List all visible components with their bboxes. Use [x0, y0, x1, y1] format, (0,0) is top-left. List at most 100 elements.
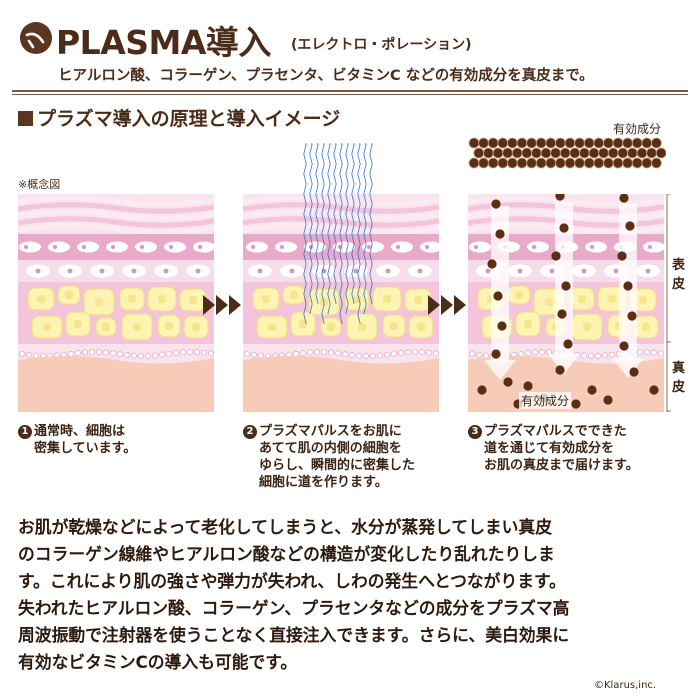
plasma-pulse-line [333, 143, 337, 305]
ingredient-capsule [655, 147, 666, 159]
cell-nucleus [396, 245, 400, 249]
ingredient-capsule [564, 137, 576, 149]
ingredient-capsule [526, 157, 537, 169]
channel-arrow [491, 206, 509, 362]
ingredient-capsule [497, 157, 509, 169]
cream-cell-core [262, 295, 270, 303]
plasma-pulse-line [357, 143, 361, 325]
basement-bead [131, 352, 138, 359]
ingredient-capsule [574, 137, 585, 149]
cream-cell-core [102, 323, 110, 331]
channel-arrow-head [612, 358, 644, 378]
ingredient-capsule [531, 147, 542, 159]
copyright: ©Klarus,inc. [594, 680, 657, 691]
ingredient-capsule [555, 157, 566, 169]
plasma-badge-icon [20, 22, 52, 54]
basement-bead [432, 350, 439, 357]
cell [304, 241, 326, 253]
basement-bead [117, 351, 124, 358]
plasma-pulse-line [369, 143, 373, 305]
basement-bead [588, 352, 595, 359]
ingredient-capsule [468, 157, 480, 169]
ingredient-capsule [478, 137, 490, 149]
basement-bead [250, 351, 257, 358]
ingredients-line: ヒアルロン酸、コラーゲン、プラセンタ、ビタミンC などの有効成分を真皮まで。 [58, 68, 594, 84]
basement-bead [89, 349, 96, 356]
basement-bead [657, 350, 664, 357]
ingredient-capsule [602, 157, 614, 169]
basement-bead [158, 351, 165, 358]
cell-nucleus [549, 268, 555, 274]
description-paragraph: お肌が乾燥などによって老化してしまうと、水分が蒸発してしまい真皮 のコラーゲン線… [18, 514, 688, 676]
active-ingredient-dot [497, 321, 507, 331]
ingredient-capsule [650, 157, 662, 169]
ingredient-capsule [526, 137, 537, 149]
channel-arrow-head [484, 360, 516, 380]
basement-bead [179, 349, 186, 356]
ingredient-capsule [487, 157, 499, 169]
basement-bead [518, 350, 525, 357]
dermis-label: 真皮 [672, 361, 686, 395]
active-ingredient-dot [571, 399, 581, 409]
cell-nucleus [474, 245, 478, 249]
basement-bead [363, 352, 370, 359]
ingredient-capsule [598, 147, 610, 159]
basement-bead [643, 349, 650, 356]
cell-nucleus [417, 268, 423, 274]
plasma-pulse-line [351, 143, 355, 305]
basement-bead [475, 351, 482, 358]
ingredient-capsule [631, 137, 643, 149]
cream-cell-core [327, 323, 335, 331]
ingredient-capsule [540, 147, 552, 159]
cream-cell-core [189, 296, 197, 304]
active-ingredient-dot [555, 365, 565, 375]
basement-bead [595, 352, 602, 359]
basement-bead [404, 349, 411, 356]
skin-band [468, 195, 664, 207]
step-number-badge: 3 [468, 425, 482, 439]
active-ingredient-dot [587, 385, 597, 395]
ingredient-capsule [478, 157, 490, 169]
basement-bead [608, 351, 615, 358]
cell [193, 241, 214, 253]
description-line: す。これにより肌の強さや弾力が失われ、しわの発生へとつながります。 [18, 571, 566, 591]
basement-bead [321, 349, 328, 356]
cell-nucleus [289, 268, 295, 274]
active-ingredient-dot [627, 311, 637, 321]
cell-nucleus [111, 245, 115, 249]
basement-bead [546, 349, 553, 356]
ingredient-capsule [641, 137, 653, 149]
basement-bead [314, 349, 321, 356]
ingredient-capsule [516, 157, 528, 169]
basement-bead [425, 349, 432, 356]
description-line: 有効なビタミンCの導入も可能です。 [18, 652, 298, 672]
cream-cell-core [353, 295, 361, 303]
basement-bead [418, 349, 425, 356]
cream-cell-core [299, 320, 307, 328]
active-ingredient-dot [561, 281, 571, 291]
active-ingredient-dot [629, 367, 639, 377]
cell-nucleus [82, 245, 86, 249]
active-ingredient-dot [559, 223, 569, 233]
cell-nucleus [532, 245, 536, 249]
ingredient-capsule [521, 147, 533, 159]
active-ingredient-dot [619, 341, 629, 351]
cream-cell-core [133, 323, 141, 331]
skin-band [18, 202, 214, 214]
basement-bead [525, 350, 532, 357]
skin-band [18, 209, 214, 221]
cell-nucleus [53, 245, 57, 249]
header-divider [12, 90, 688, 92]
cream-cell-core [165, 322, 173, 330]
description-line: のコラーゲン線維やヒアルロン酸などの構造が変化したり乱れたりしま [18, 544, 555, 564]
active-ingredient-dot [477, 385, 487, 395]
ingredient-capsule [646, 147, 658, 159]
basement-bead [165, 350, 172, 357]
active-ingredient-dot [603, 395, 613, 405]
cell-nucleus [163, 268, 169, 274]
ingredient-capsule [622, 137, 634, 149]
cell-nucleus [517, 268, 523, 274]
ingredient-capsule [516, 137, 528, 149]
cream-cell-core [390, 322, 398, 330]
ingredient-capsule [607, 147, 619, 159]
